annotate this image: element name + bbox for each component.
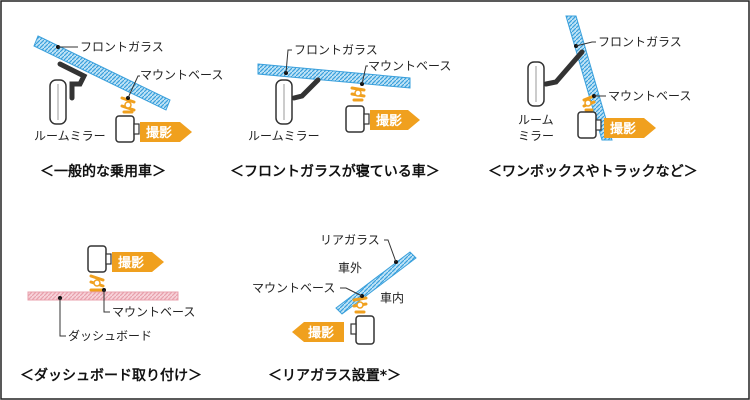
shoot-arrow [140, 122, 192, 142]
mount-base [350, 86, 366, 102]
mount-base [352, 296, 368, 314]
inside-label: 車内 [380, 291, 404, 305]
shoot-label: 撮影 [610, 121, 636, 137]
room-mirror-label-line2: ミラー [518, 129, 554, 143]
shoot-label: 撮影 [308, 325, 334, 341]
room-mirror-label: ルームミラー [248, 129, 320, 143]
panel-van-truck: 撮影 フロントガラス マウントベース ルーム ミラー ＜ワンボックスやトラックな… [488, 15, 698, 180]
front-glass-label: フロントガラス [294, 43, 378, 57]
dashboard-label: ダッシュボード [68, 328, 152, 343]
front-glass-label: フロントガラス [80, 40, 164, 54]
mount-base [89, 274, 105, 292]
shoot-arrow [604, 118, 656, 138]
camera-lens [105, 253, 112, 265]
camera-body [577, 111, 597, 139]
shoot-arrow [292, 322, 344, 342]
camera-lens [363, 113, 370, 125]
outside-label: 車外 [338, 261, 362, 275]
mount-base-label: マウントベース [608, 89, 691, 103]
front-glass-pane [33, 35, 171, 111]
mount-base-label: マウントベース [140, 68, 223, 82]
caption-lying-glass: ＜フロントガラスが寝ている車＞ [230, 163, 440, 180]
room-mirror-arm [57, 61, 88, 101]
caption-standard: ＜一般的な乗用車＞ [40, 163, 166, 180]
rear-glass-label: リアガラス [320, 233, 380, 247]
room-mirror-arm [543, 49, 585, 87]
camera-lens [595, 119, 602, 131]
camera-body [345, 105, 365, 133]
mount-base-label: マウントベース [112, 305, 195, 319]
room-mirror-label-line1: ルーム [518, 113, 554, 127]
shoot-label: 撮影 [146, 125, 172, 141]
panel-standard-car: 撮影 フロントガラス マウントベース ルームミラー ＜一般的な乗用車＞ [33, 35, 223, 180]
room-mirror-label: ルームミラー [34, 129, 106, 143]
front-glass-pane [257, 63, 411, 89]
front-glass-label: フロントガラス [598, 35, 682, 49]
shoot-label: 撮影 [118, 255, 144, 271]
panel-dashboard-mount: 撮影 マウントベース ダッシュボード ＜ダッシュボード取り付け＞ [20, 245, 202, 384]
dashboard-surface [27, 291, 179, 301]
room-mirror-arm [291, 77, 321, 101]
camera-body [87, 245, 107, 273]
panel-rear-glass: 撮影 リアガラス 車外 車内 マウントベース ＜リアガラス設置*＞ [252, 233, 417, 384]
mount-base-label: マウントベース [252, 281, 335, 295]
shoot-arrow [112, 252, 164, 272]
camera-lens [350, 323, 357, 335]
caption-van-truck: ＜ワンボックスやトラックなど＞ [488, 164, 698, 180]
panel-lying-glass: 撮影 フロントガラス マウントベース ルームミラー ＜フロントガラスが寝ている車… [230, 43, 451, 180]
caption-dashboard-mount: ＜ダッシュボード取り付け＞ [20, 367, 202, 384]
mount-base [120, 96, 136, 114]
mount-base-label: マウントベース [368, 59, 451, 73]
shoot-arrow [370, 110, 420, 130]
camera-body [355, 315, 375, 345]
camera-body [115, 115, 135, 143]
caption-rear-glass-mount: ＜リアガラス設置*＞ [268, 367, 401, 384]
camera-lens [133, 123, 140, 135]
shoot-label: 撮影 [376, 113, 402, 129]
